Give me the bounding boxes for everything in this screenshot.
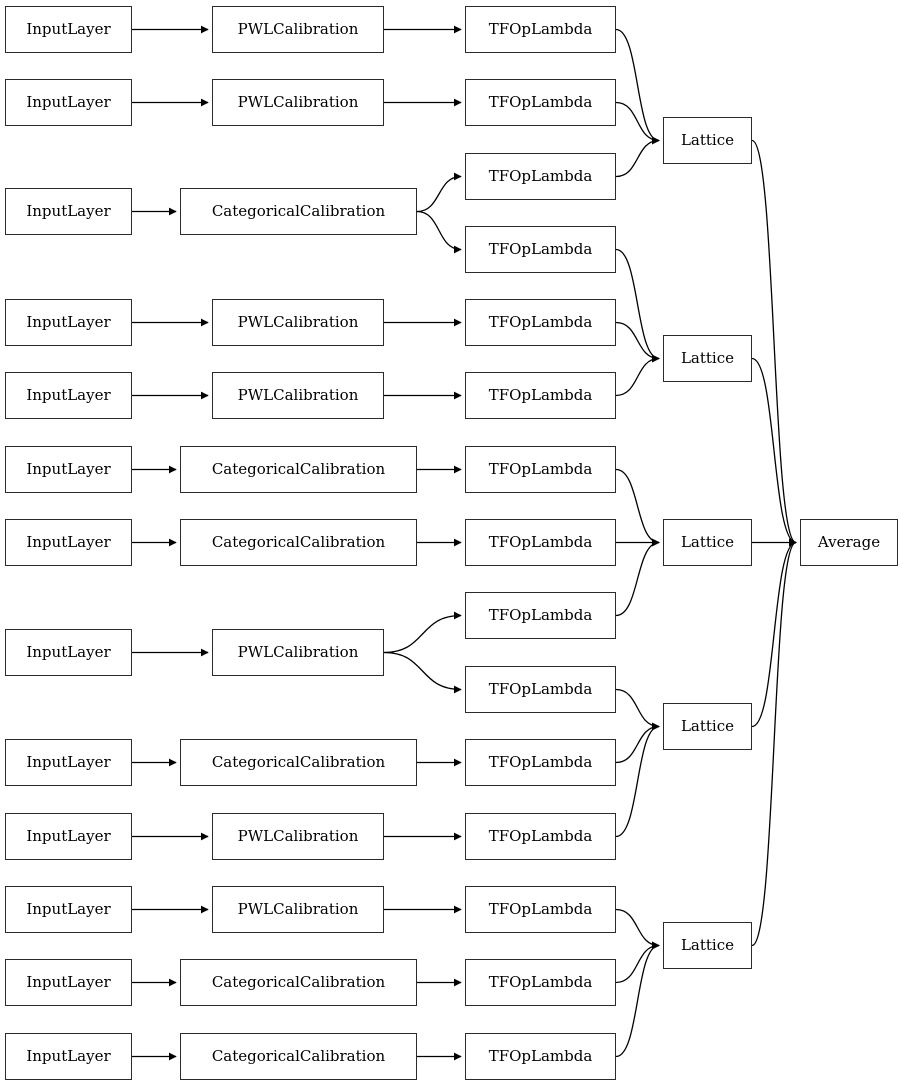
edge-op4-to-lat1 [615,321,660,363]
node-op7[interactable]: TFOpLambda [465,519,616,566]
node-in7[interactable]: InputLayer [5,629,132,676]
node-cal7[interactable]: PWLCalibration [212,629,384,676]
edge-lat3-to-avg [751,538,797,728]
edge-op3-to-lat1 [615,248,660,363]
node-cal12[interactable]: CategoricalCalibration [180,1033,417,1080]
edge-op12-to-lat4 [615,908,660,950]
node-op1[interactable]: TFOpLambda [465,79,616,126]
node-op13[interactable]: TFOpLambda [465,959,616,1006]
node-op0[interactable]: TFOpLambda [465,6,616,53]
node-cal9[interactable]: PWLCalibration [212,813,384,860]
node-op4[interactable]: TFOpLambda [465,299,616,346]
edge-op8-to-lat2 [615,538,660,617]
edge-op6-to-lat2 [615,468,660,547]
edge-op13-to-lat4 [615,941,660,984]
node-in6[interactable]: InputLayer [5,519,132,566]
node-cal10[interactable]: PWLCalibration [212,886,384,933]
edge-op2-to-lat0 [615,136,660,178]
node-lat2[interactable]: Lattice [663,519,752,566]
node-cal1[interactable]: PWLCalibration [212,79,384,126]
node-op12[interactable]: TFOpLambda [465,886,616,933]
node-op8[interactable]: TFOpLambda [465,592,616,639]
node-op3[interactable]: TFOpLambda [465,226,616,273]
node-in12[interactable]: InputLayer [5,1033,132,1080]
node-in9[interactable]: InputLayer [5,813,132,860]
node-lat3[interactable]: Lattice [663,703,752,750]
node-lat4[interactable]: Lattice [663,922,752,969]
node-op14[interactable]: TFOpLambda [465,1033,616,1080]
edge-cal7-to-op8 [383,611,462,654]
node-lat0[interactable]: Lattice [663,117,752,164]
node-in8[interactable]: InputLayer [5,739,132,786]
node-op11[interactable]: TFOpLambda [465,813,616,860]
edge-op5-to-lat1 [615,354,660,397]
node-op10[interactable]: TFOpLambda [465,739,616,786]
node-avg[interactable]: Average [800,519,898,566]
node-cal4[interactable]: PWLCalibration [212,372,384,419]
node-op6[interactable]: TFOpLambda [465,446,616,493]
edge-cal2-to-op3 [416,210,462,254]
node-in11[interactable]: InputLayer [5,959,132,1006]
node-cal3[interactable]: PWLCalibration [212,299,384,346]
node-in2[interactable]: InputLayer [5,188,132,235]
node-in5[interactable]: InputLayer [5,446,132,493]
node-op2[interactable]: TFOpLambda [465,153,616,200]
edge-cal7-to-op9 [383,651,462,694]
node-cal5[interactable]: CategoricalCalibration [180,446,417,493]
node-cal0[interactable]: PWLCalibration [212,6,384,53]
edge-op9-to-lat3 [615,688,660,731]
edge-op1-to-lat0 [615,101,660,145]
node-in10[interactable]: InputLayer [5,886,132,933]
node-in3[interactable]: InputLayer [5,299,132,346]
node-op5[interactable]: TFOpLambda [465,372,616,419]
edge-lat4-to-avg [751,538,797,947]
node-lat1[interactable]: Lattice [663,335,752,382]
edge-lat1-to-avg [751,357,797,547]
node-op9[interactable]: TFOpLambda [465,666,616,713]
node-cal6[interactable]: CategoricalCalibration [180,519,417,566]
node-cal11[interactable]: CategoricalCalibration [180,959,417,1006]
edge-op10-to-lat3 [615,722,660,764]
edge-cal2-to-op2 [416,172,462,213]
node-cal2[interactable]: CategoricalCalibration [180,188,417,235]
node-cal8[interactable]: CategoricalCalibration [180,739,417,786]
edge-op0-to-lat0 [615,28,660,145]
node-in0[interactable]: InputLayer [5,6,132,53]
edge-lat0-to-avg [751,139,797,547]
edge-op14-to-lat4 [615,941,660,1058]
edge-op11-to-lat3 [615,722,660,838]
node-in1[interactable]: InputLayer [5,79,132,126]
node-in4[interactable]: InputLayer [5,372,132,419]
